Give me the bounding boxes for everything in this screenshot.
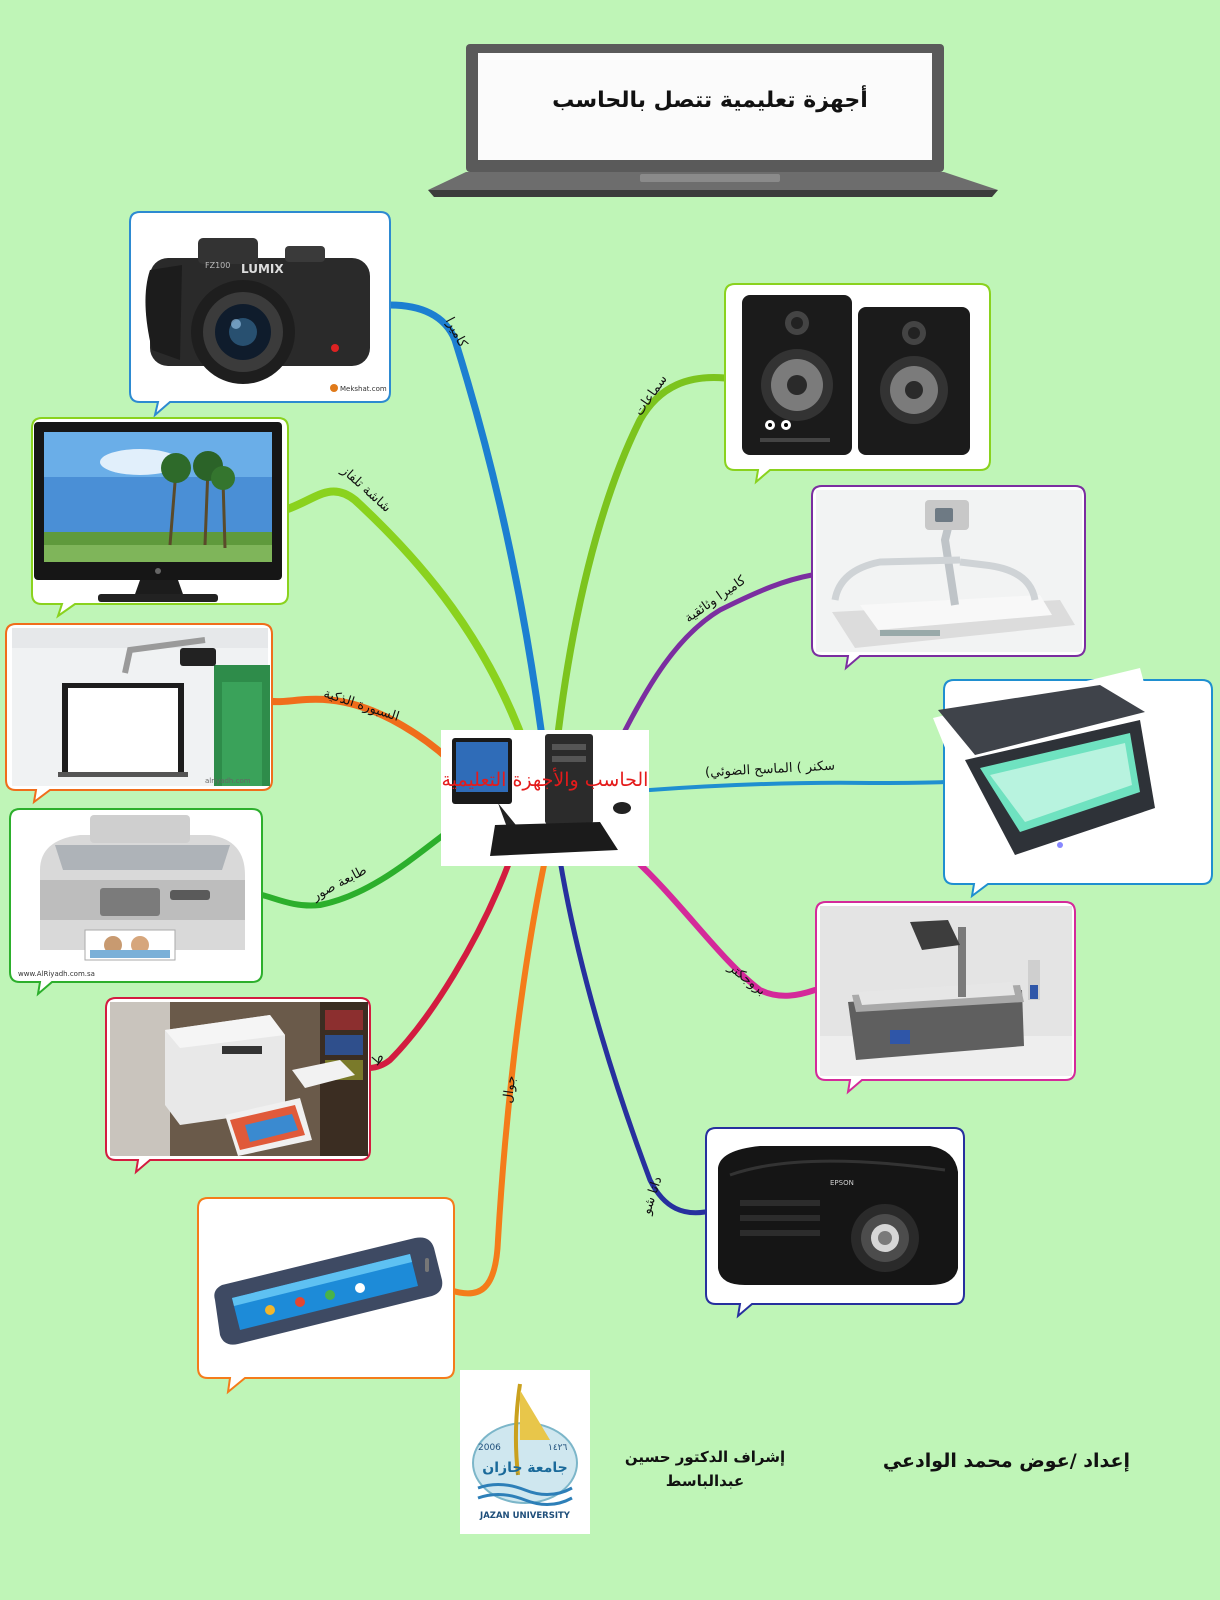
mobile-illustration (214, 1237, 443, 1345)
smartboard-watermark: alriyadh.com (205, 777, 251, 785)
branch-line-mobile (447, 857, 548, 1297)
projector-brand-text: EPSON (830, 1179, 854, 1187)
laptop-title-graphic (428, 44, 998, 197)
camera-illustration: LUMIX FZ100 Mekshat.com (145, 238, 387, 393)
page-title: أجهزة تعليمية تتصل بالحاسب (552, 88, 868, 113)
overhead-projector-illustration (820, 906, 1072, 1076)
branch-line-speakers (551, 374, 729, 764)
branch-line-document-camera (602, 572, 815, 773)
university-logo: 2006 ١٤٢٦ جامعة جازان JAZAN UNIVERSITY (460, 1370, 590, 1534)
supervisor-line-2: عبدالباسط (665, 1472, 745, 1490)
photo-printer-illustration: www.AlRiyadh.com.sa (18, 815, 245, 978)
supervisor-line-1: إشراف الدكتور حسين (624, 1448, 786, 1466)
logo-hijri-year: ١٤٢٦ (548, 1443, 568, 1453)
center-node (441, 730, 649, 866)
branch-line-overhead-projector (627, 852, 818, 999)
camera-watermark: Mekshat.com (340, 385, 387, 393)
supervisor-credit: إشراف الدكتور حسين عبدالباسط (610, 1445, 800, 1493)
branch-line-smartboard (261, 695, 464, 774)
smartboard-illustration: alriyadh.com (12, 628, 270, 786)
camera-brand-text: LUMIX (241, 262, 284, 276)
camera-model-text: FZ100 (205, 261, 230, 270)
printer-watermark: www.AlRiyadh.com.sa (18, 970, 95, 978)
author-credit: إعداد /عوض محمد الوادعي (882, 1450, 1130, 1472)
branch-line-data-show (557, 857, 708, 1216)
laser-printer-illustration (110, 1002, 368, 1156)
data-show-illustration: EPSON (718, 1146, 958, 1285)
branch-line-photo-printer (259, 827, 453, 909)
tv-illustration (34, 422, 282, 602)
branch-line-tv (281, 487, 534, 764)
branch-line-camera (386, 301, 549, 764)
logo-arabic-name: جامعة جازان (482, 1460, 567, 1476)
logo-year: 2006 (478, 1443, 501, 1453)
center-node-label: الحاسب والأجهزة التعليمية (441, 769, 649, 791)
speakers-illustration (742, 295, 970, 455)
branch-line-scanner (648, 780, 947, 792)
scanner-illustration (933, 668, 1155, 855)
logo-english-name: JAZAN UNIVERSITY (479, 1511, 571, 1521)
document-camera-illustration (816, 490, 1082, 652)
